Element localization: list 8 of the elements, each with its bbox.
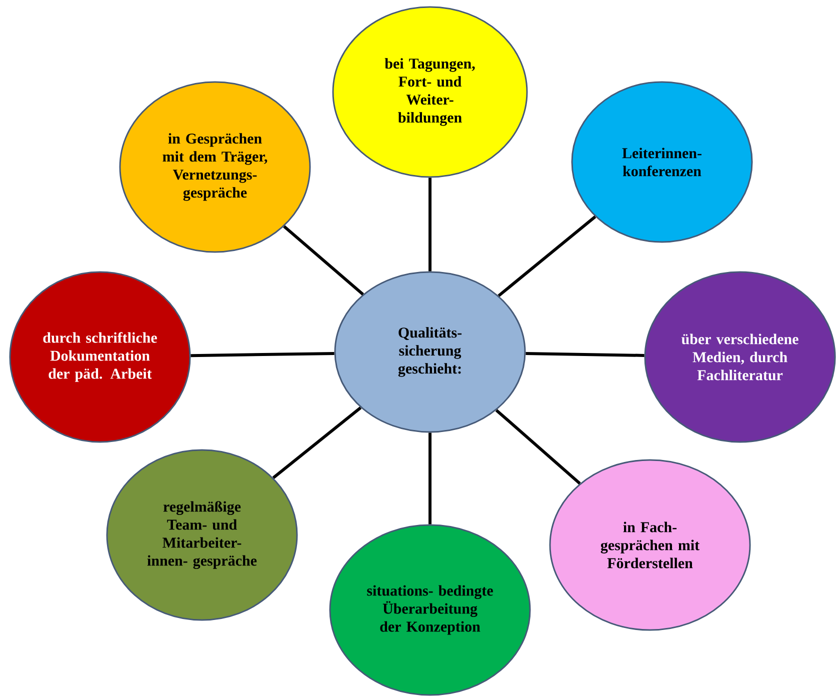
- connector-line: [428, 432, 432, 524]
- connector-line: [272, 406, 362, 479]
- connector-line: [498, 216, 596, 297]
- connector-line: [428, 178, 432, 272]
- connector-line: [283, 225, 364, 296]
- connector-line: [190, 352, 334, 358]
- connector-line: [495, 409, 581, 485]
- connector-line: [526, 352, 644, 357]
